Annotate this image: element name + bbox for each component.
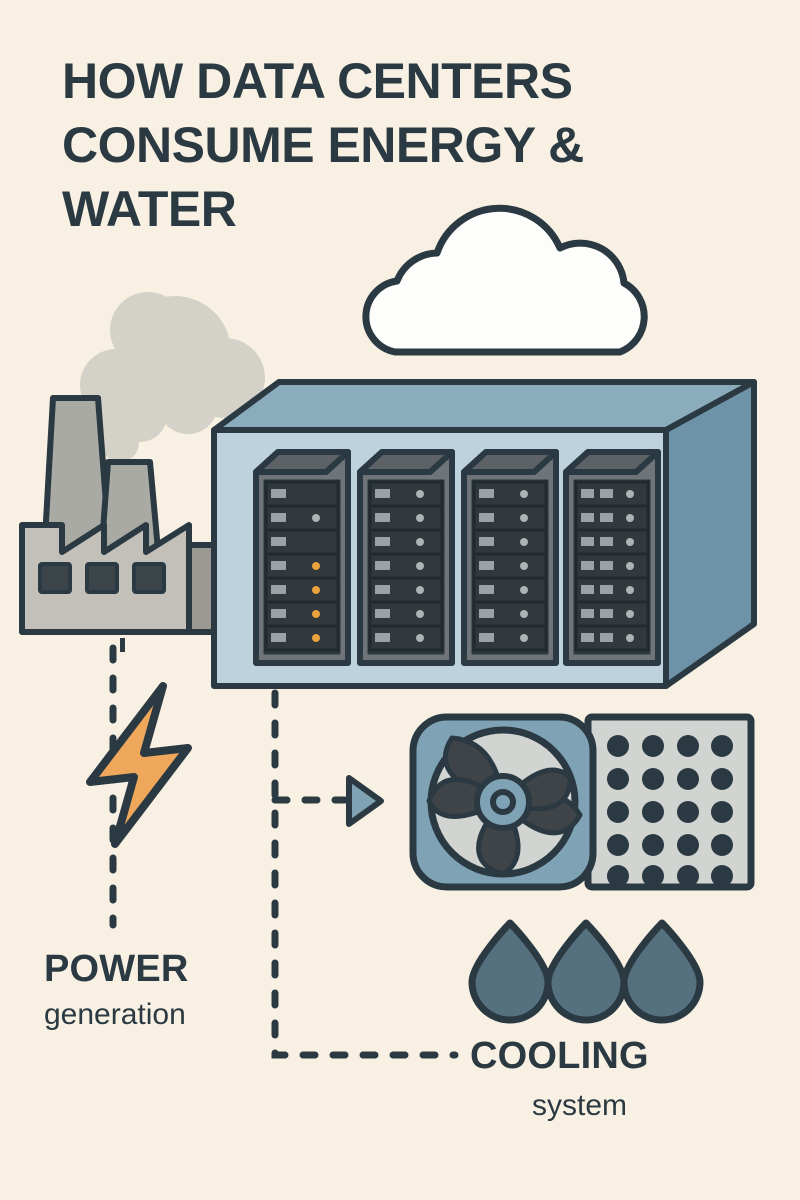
server-rack-icon <box>253 449 351 666</box>
vent-holes <box>607 735 733 887</box>
page-title: HOW DATA CENTERS CONSUME ENERGY & WATER <box>62 53 584 237</box>
cooling-label-group: COOLING system <box>470 1035 649 1122</box>
server-rack-icon <box>563 449 661 666</box>
cooling-label-secondary: system <box>532 1089 627 1122</box>
power-label-primary: POWER <box>44 948 189 990</box>
rack-slots <box>368 480 444 652</box>
factory-window-2 <box>85 562 119 594</box>
factory-window-3 <box>132 562 166 594</box>
cloud-icon <box>362 204 648 356</box>
server-rack-icon <box>357 449 455 666</box>
rack-slots <box>264 480 340 652</box>
title-line-2: CONSUME ENERGY & <box>62 117 584 173</box>
water-droplet-icon <box>544 919 628 1024</box>
water-droplets <box>468 919 704 1024</box>
data-center-side-face <box>663 379 757 689</box>
cooling-fan-unit-icon <box>409 713 755 891</box>
dashed-flow-cooling <box>271 689 459 1059</box>
power-label-group: POWER generation <box>44 948 189 1031</box>
water-droplet-icon <box>620 919 704 1024</box>
server-rack-icon <box>461 449 559 666</box>
water-droplet-icon <box>468 919 552 1024</box>
factory-window-1 <box>38 562 72 594</box>
cooling-label-primary: COOLING <box>470 1035 649 1077</box>
power-label-secondary: generation <box>44 998 186 1031</box>
rack-slots <box>574 480 650 652</box>
fan-hub-center <box>490 789 516 815</box>
flow-arrow-icon <box>346 775 384 827</box>
lightning-bolt-icon <box>86 682 192 848</box>
dashed-flow-line <box>109 644 459 1059</box>
title-line-3: WATER <box>62 181 237 237</box>
factory-base-mark <box>120 638 125 652</box>
rack-slots <box>472 480 548 652</box>
data-center-icon <box>211 379 757 689</box>
title-line-1: HOW DATA CENTERS <box>62 53 572 109</box>
